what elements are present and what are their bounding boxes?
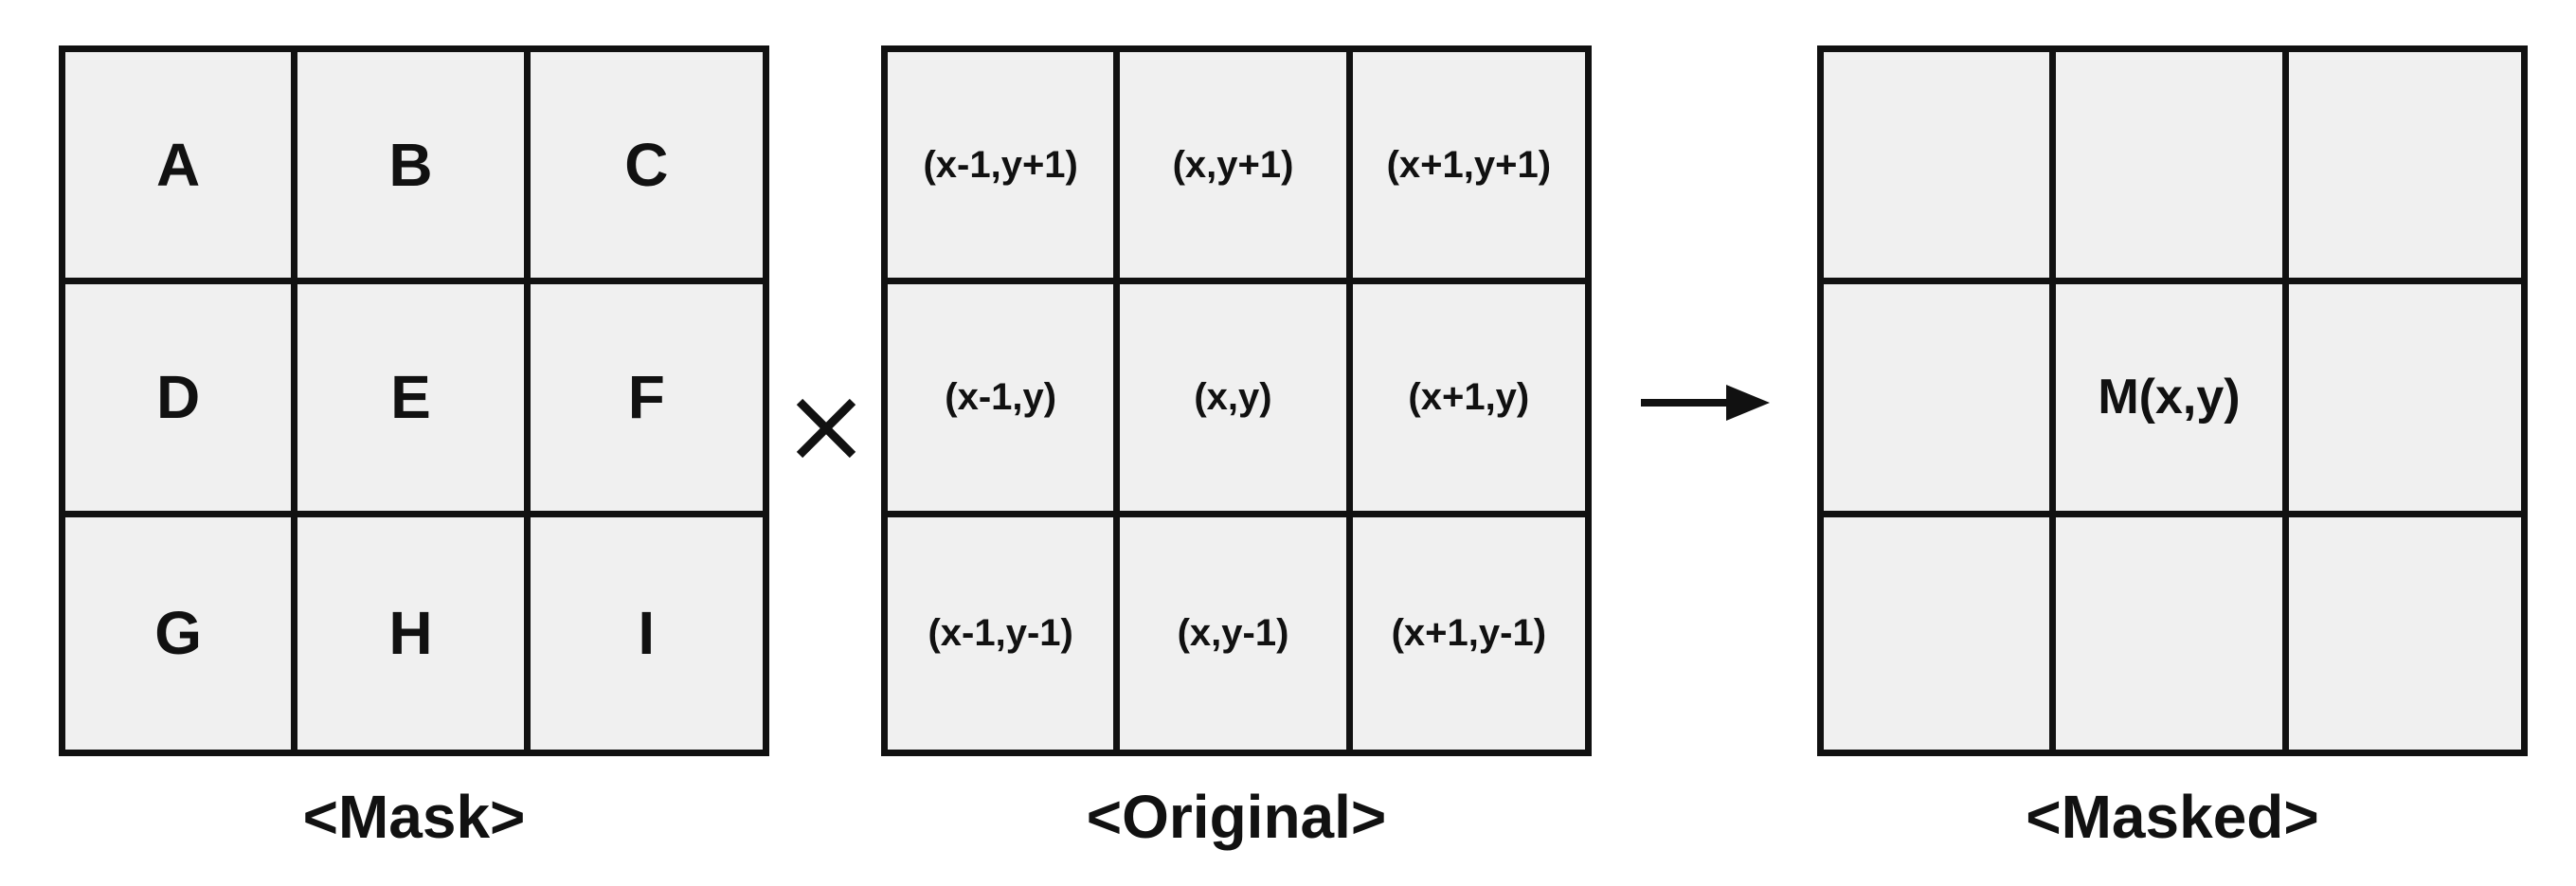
- mask-cell: H: [297, 516, 531, 750]
- original-cell: (x+1,y): [1352, 284, 1585, 517]
- masked-cell: [2289, 517, 2521, 750]
- masked-cell: [1824, 516, 2057, 750]
- mask-grid: A B C D E F G H I: [59, 45, 769, 756]
- masked-cell: [2056, 516, 2289, 750]
- mask-cell: C: [530, 52, 763, 285]
- original-grid: (x-1,y+1) (x,y+1) (x+1,y+1) (x-1,y) (x,y…: [881, 45, 1592, 756]
- masked-cell: [2288, 52, 2521, 285]
- mask-cell: G: [65, 516, 298, 750]
- mask-cell: I: [638, 599, 656, 668]
- masked-cell: [2056, 52, 2289, 285]
- original-cell: (x,y+1): [1120, 52, 1353, 285]
- mask-caption: <Mask>: [302, 783, 526, 851]
- mask-cell: E: [297, 284, 531, 517]
- original-cell: (x,y-1): [1120, 516, 1353, 750]
- masked-center-cell: M(x,y): [2056, 284, 2289, 517]
- original-cell: (x-1,y): [888, 284, 1121, 517]
- masked-caption: <Masked>: [2026, 783, 2319, 851]
- mask-cell: B: [297, 52, 531, 285]
- original-cell: (x+1,y+1): [1352, 52, 1585, 285]
- original-cell: (x-1,y+1): [888, 52, 1121, 285]
- times-icon: [796, 398, 856, 459]
- original-cell: (x+1,y-1): [1391, 611, 1547, 654]
- masked-grid: M(x,y): [1817, 45, 2528, 756]
- masked-cell: [1824, 284, 2057, 517]
- original-cell: (x-1,y-1): [888, 516, 1121, 750]
- masked-cell: [2288, 284, 2521, 517]
- masked-cell: [1824, 52, 2057, 285]
- mask-cell: A: [65, 52, 298, 285]
- original-caption: <Original>: [1086, 783, 1387, 851]
- mask-cell: D: [65, 284, 298, 517]
- arrow-right-icon: [1641, 385, 1770, 421]
- original-cell: (x,y): [1120, 284, 1353, 517]
- mask-cell: F: [530, 284, 763, 517]
